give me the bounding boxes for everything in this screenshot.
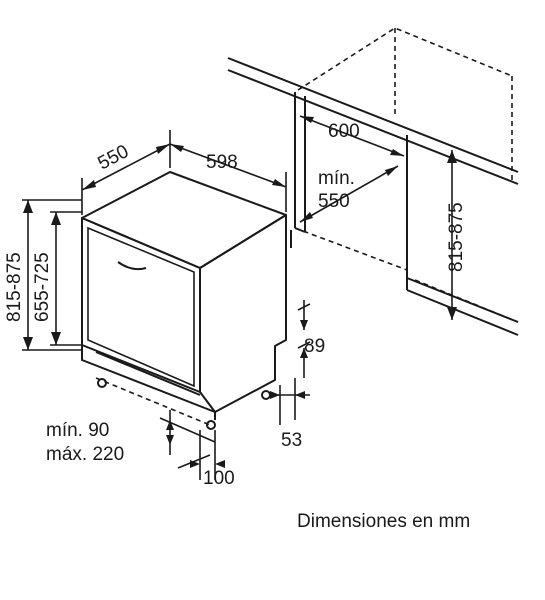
plinth-kickboard (81, 345, 216, 420)
label-niche-depth-value: 550 (318, 191, 350, 212)
niche-back-lines (414, 279, 519, 323)
label-width: 598 (206, 152, 238, 173)
dishwasher-body (81, 171, 287, 430)
label-plinth-depth: 100 (203, 468, 235, 489)
dimension-labels: 550 598 600 mín. 550 815-875 815-875 655… (4, 121, 467, 489)
appliance-side-face (199, 214, 287, 413)
door-inner-frame (87, 226, 195, 388)
label-plinth-min: mín. 90 (46, 420, 109, 441)
label-niche-depth-min: mín. (318, 168, 355, 189)
door-handle (117, 261, 147, 271)
hidden-base-edge (95, 377, 211, 426)
caption: Dimensiones en mm (297, 511, 470, 532)
label-height-door: 655-725 (32, 252, 53, 322)
label-foot-offset: 53 (281, 430, 302, 451)
countertop-top-edge (227, 57, 519, 173)
label-depth: 550 (94, 141, 132, 174)
dimension-lines (22, 115, 457, 480)
right-cabinet-panel (406, 135, 519, 336)
appliance-top-face (81, 171, 287, 269)
label-plinth-max: máx. 220 (46, 444, 124, 465)
label-plinth-gap: 89 (304, 336, 325, 357)
niche-drawing (227, 27, 519, 336)
label-niche-width: 600 (328, 121, 360, 142)
cabinet-side-panel (290, 92, 306, 248)
niche-outline (294, 27, 513, 271)
label-height-outer: 815-875 (4, 252, 25, 322)
countertop-bottom-edge (227, 69, 519, 185)
label-niche-height: 815-875 (446, 202, 467, 272)
